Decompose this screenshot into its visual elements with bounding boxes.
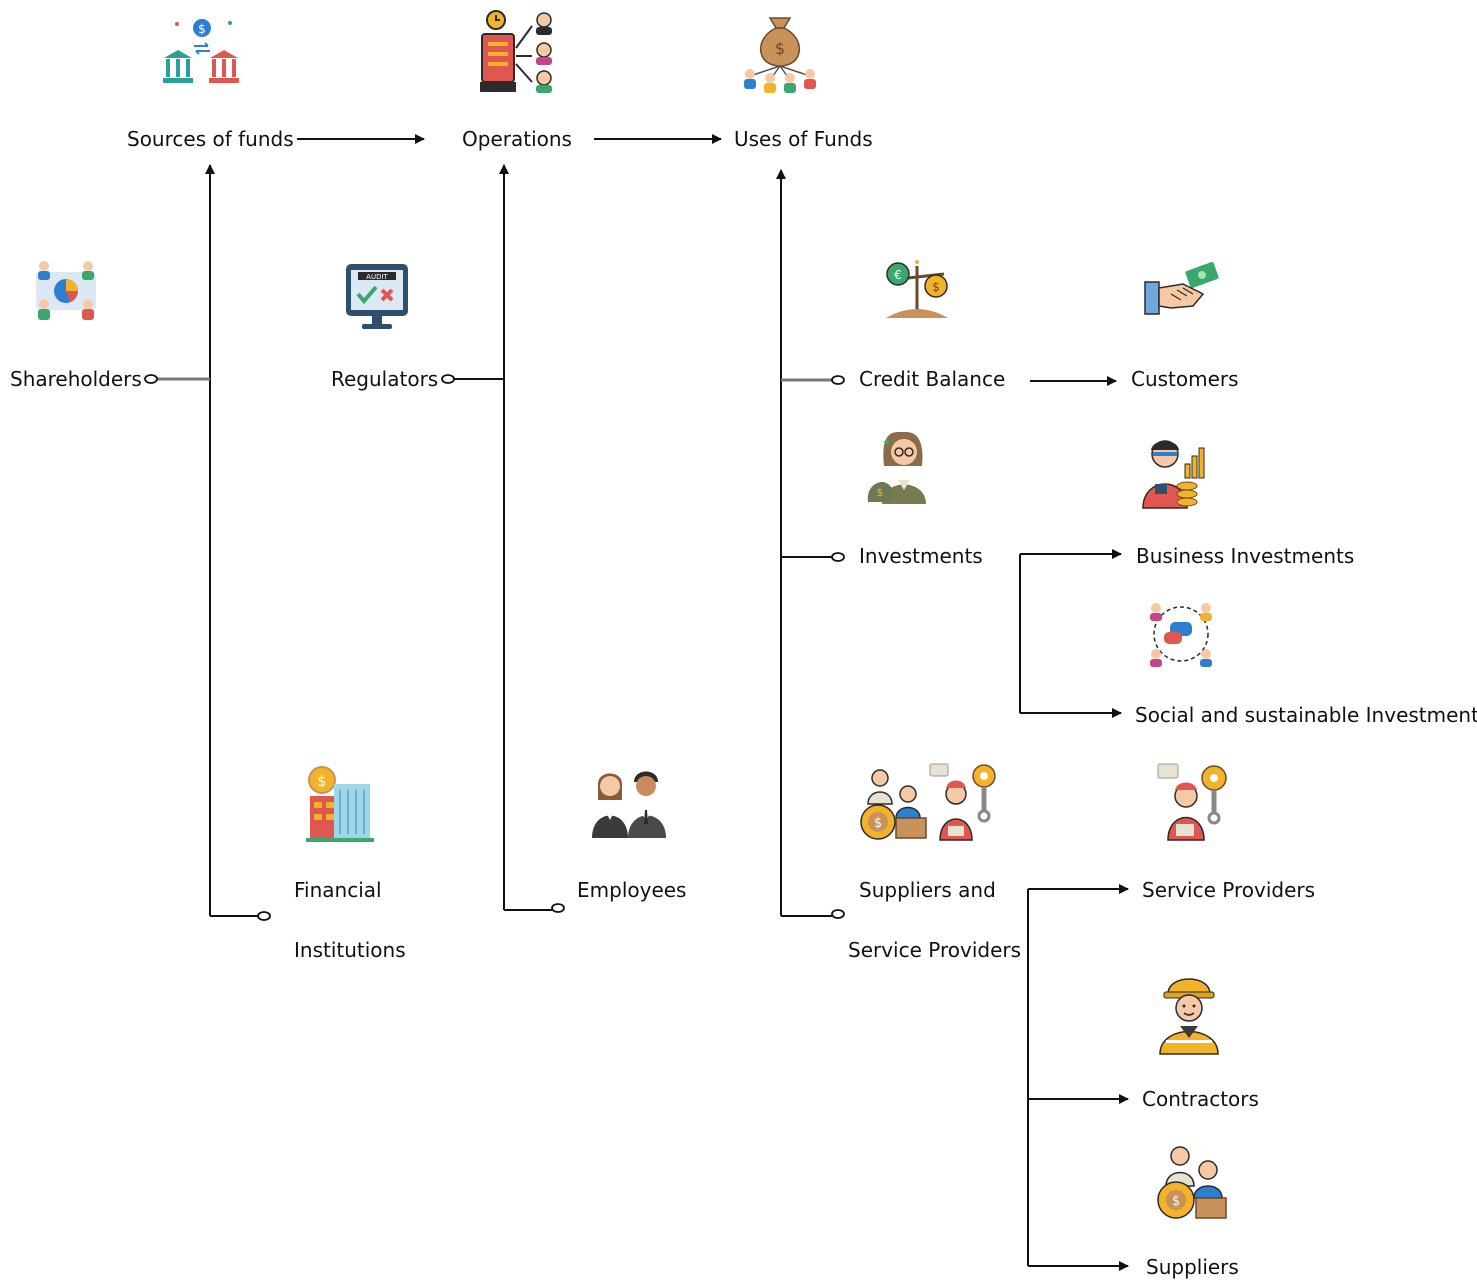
business-investor-chart-icon — [1142, 440, 1205, 509]
svg-text:$: $ — [932, 280, 940, 294]
label-customers: Customers — [1131, 367, 1239, 391]
label-service-providers-branch: Service Providers — [848, 938, 1022, 962]
supplier-team-icon: $ — [1157, 1146, 1227, 1219]
svg-text:€: € — [894, 268, 902, 282]
money-bag-distribution-icon: $ — [744, 17, 816, 93]
terminal-suppliers — [831, 909, 845, 919]
terminal-investments — [831, 552, 845, 562]
coin-balance-scale-icon: € $ — [886, 260, 948, 318]
terminal-employees — [551, 903, 565, 913]
handshake-money-icon — [1144, 261, 1219, 315]
label-sources-of-funds: Sources of funds — [127, 127, 294, 151]
employees-pair-icon — [592, 771, 666, 838]
label-credit-balance: Credit Balance — [859, 367, 1006, 391]
audit-monitor-icon: AUDIT — [346, 264, 408, 329]
label-service-providers: Service Providers — [1142, 878, 1316, 902]
svg-text:$: $ — [1172, 1194, 1180, 1209]
label-financial: Financial — [294, 878, 382, 902]
contractor-worker-icon — [1159, 978, 1219, 1055]
svg-text:$: $ — [877, 486, 884, 499]
label-suppliers: Suppliers — [1146, 1255, 1239, 1279]
shareholders-group-icon — [36, 261, 96, 320]
investor-woman-icon: $ ✦ — [867, 432, 926, 504]
svg-text:✦: ✦ — [882, 435, 892, 449]
terminal-financial — [257, 911, 271, 921]
label-contractors: Contractors — [1142, 1087, 1259, 1111]
service-provider-icon — [1157, 763, 1227, 841]
svg-text:$: $ — [318, 774, 327, 790]
terminal-shareholders — [144, 374, 158, 384]
terminal-credit — [831, 375, 845, 385]
workflow-operations-icon — [480, 10, 552, 93]
label-business-investments: Business Investments — [1136, 544, 1355, 568]
svg-text:AUDIT: AUDIT — [366, 273, 388, 281]
label-employees: Employees — [577, 878, 687, 902]
label-social-investment: Social and sustainable Investment — [1135, 703, 1477, 727]
banks-exchange-icon: $ — [163, 19, 239, 83]
svg-text:$: $ — [874, 816, 882, 831]
label-investments: Investments — [859, 544, 983, 568]
label-operations: Operations — [462, 127, 572, 151]
suppliers-service-providers-icon: $ — [860, 763, 996, 841]
svg-text:$: $ — [198, 22, 206, 36]
label-suppliers-and: Suppliers and — [859, 878, 996, 902]
label-shareholders: Shareholders — [10, 367, 142, 391]
label-uses-of-funds: Uses of Funds — [734, 127, 873, 151]
label-regulators: Regulators — [331, 367, 439, 391]
community-discussion-icon — [1150, 603, 1212, 667]
terminal-regulators — [441, 374, 455, 384]
svg-text:$: $ — [775, 39, 785, 58]
label-institutions: Institutions — [294, 938, 406, 962]
bank-building-icon: $ — [306, 766, 374, 842]
